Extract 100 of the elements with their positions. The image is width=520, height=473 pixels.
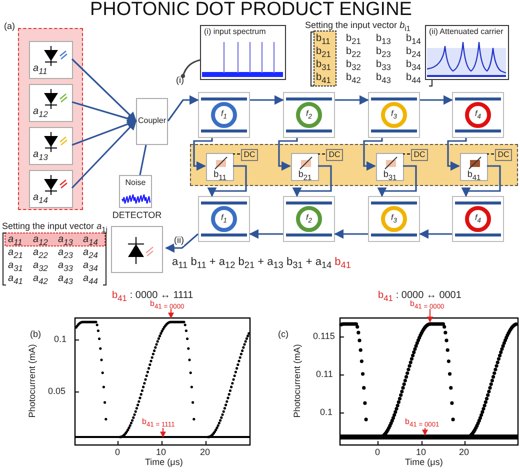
matrix-entry: b$_{43}$	[376, 72, 391, 86]
laser-box	[29, 170, 73, 208]
spectrum-plot-panel	[425, 25, 509, 80]
tick-label: 0.11	[316, 370, 333, 380]
matrix-entry: b$_{42}$	[346, 72, 361, 86]
variable-label: a$_{14}$	[33, 192, 48, 205]
matrix-entry: b$_{21}$	[316, 46, 331, 60]
leader-line	[181, 59, 200, 78]
callout-label: (i)	[176, 76, 190, 87]
matrix-entry: a$_{31}$	[8, 260, 23, 274]
arrow	[334, 229, 368, 239]
variable-label: a$_{12}$	[33, 106, 48, 119]
spectrum-plot-panel	[200, 25, 286, 80]
plot-title: b$_{41}$	[112, 290, 127, 303]
equation-text: a$_{11}$ b$_{11}$ + a$_{12}$ b$_{21}$ + a$_{13}$ b$_{31}$ + a$_{14}$	[172, 256, 332, 270]
arrow	[71, 58, 137, 122]
matrix-entry: a$_{44}$	[83, 273, 98, 286]
matrix-entry: a$_{43}$	[58, 273, 73, 286]
box-label: Coupler	[137, 117, 167, 126]
arrow	[72, 101, 137, 124]
arrow	[167, 95, 199, 122]
control-band	[190, 144, 518, 186]
annotation-text: b$_{41 = 1111}$	[142, 418, 175, 429]
tick-label: 0	[115, 448, 120, 458]
matrix-entry: a$_{42}$	[33, 273, 48, 286]
matrix-entry: a$_{11}$	[8, 234, 22, 248]
box-label: DC	[242, 151, 256, 160]
plot-title: (ii) Attenuated carrier	[429, 28, 504, 37]
modulator-box	[460, 153, 488, 181]
arrow	[193, 138, 213, 171]
matrix-entry: b$_{41}$	[316, 72, 331, 86]
matrix-entry: a$_{21}$	[8, 247, 23, 260]
arrow	[278, 138, 298, 171]
arrow	[71, 120, 137, 189]
plot-title: : 0000 ↔ 0001	[396, 290, 462, 301]
variable-label: f$_{4}$	[474, 214, 482, 225]
arrow	[419, 229, 452, 239]
arrow	[165, 233, 199, 253]
matrix-entry: a$_{34}$	[83, 260, 98, 274]
variable-label: b$_{31}$	[382, 170, 398, 182]
matrix-entry: a$_{22}$	[33, 247, 48, 260]
box-label: Noise	[124, 179, 147, 188]
axis-title: Photocurrent (mA)	[293, 343, 303, 420]
variable-label: b$_{21}$	[297, 170, 313, 182]
matrix-entry: a$_{24}$	[83, 247, 98, 260]
arrow	[377, 165, 417, 197]
matrix-entry: b$_{14}$	[406, 33, 421, 46]
matrix-entry: b$_{44}$	[406, 72, 421, 86]
matrix-entry: b$_{23}$	[376, 46, 391, 60]
caption-text: Setting the input vector b$_{i1}$	[305, 21, 410, 34]
laser-box	[29, 84, 73, 122]
tick-label: 0	[375, 448, 380, 458]
variable-label: f$_{1}$	[220, 110, 228, 121]
arrow	[207, 165, 247, 197]
matrix-entry: b$_{33}$	[376, 59, 391, 72]
variable-label: a$_{13}$	[33, 148, 48, 162]
matrix-entry: a$_{12}$	[33, 234, 48, 248]
arrow	[249, 229, 283, 239]
heading-text: DETECTOR	[111, 211, 163, 221]
matrix-entry: b$_{24}$	[406, 46, 421, 60]
matrix-entry: b$_{31}$	[316, 59, 331, 72]
matrix-entry: b$_{13}$	[376, 33, 391, 46]
tick-label: 0.1	[54, 335, 67, 345]
laser-box	[29, 41, 73, 79]
box-label: DC	[496, 151, 510, 160]
arrow	[335, 95, 369, 105]
matrix-entry: a$_{33}$	[58, 260, 73, 274]
tick-label: 20	[200, 448, 210, 458]
panel-label: (c)	[278, 330, 288, 340]
variable-label: f$_{2}$	[305, 214, 313, 225]
arrow	[363, 138, 383, 171]
matrix-entry: b$_{34}$	[406, 59, 421, 72]
arrow	[250, 95, 284, 105]
noise-box	[119, 175, 152, 208]
modulator-box	[376, 153, 404, 181]
arrow	[461, 165, 501, 197]
tick-label: 0.05	[48, 387, 66, 397]
variable-label: f$_{3}$	[390, 110, 398, 121]
matrix-entry: b$_{32}$	[346, 59, 361, 72]
title-text: PHOTONIC DOT PRODUCT ENGINE	[90, 0, 412, 21]
variable-label: f$_{4}$	[474, 110, 482, 121]
variable-label: b$_{41}$	[466, 170, 482, 182]
modulator-box	[206, 153, 234, 181]
matrix-entry: a$_{32}$	[33, 260, 48, 274]
arrow	[292, 165, 332, 197]
matrix-entry: b$_{22}$	[346, 46, 361, 60]
annotation-text: b$_{41 = 0001}$	[405, 418, 440, 429]
tick-label: 20	[459, 448, 470, 458]
variable-label: b$_{11}$	[212, 170, 228, 182]
axis-title: Time (μs)	[405, 458, 443, 468]
equation-text: b$_{41}$	[334, 256, 351, 270]
variable-label: f$_{3}$	[390, 214, 398, 225]
arrow	[420, 95, 453, 105]
tick-label: 0.1	[320, 408, 333, 418]
panel-label: (b)	[30, 330, 41, 340]
laser-box	[29, 127, 73, 165]
coupler-box	[136, 98, 168, 145]
annotation-text: b$_{41 = 0000}$	[150, 300, 184, 311]
matrix-entry: a$_{13}$	[58, 234, 73, 248]
axis-title: Photocurrent (mA)	[28, 343, 38, 420]
